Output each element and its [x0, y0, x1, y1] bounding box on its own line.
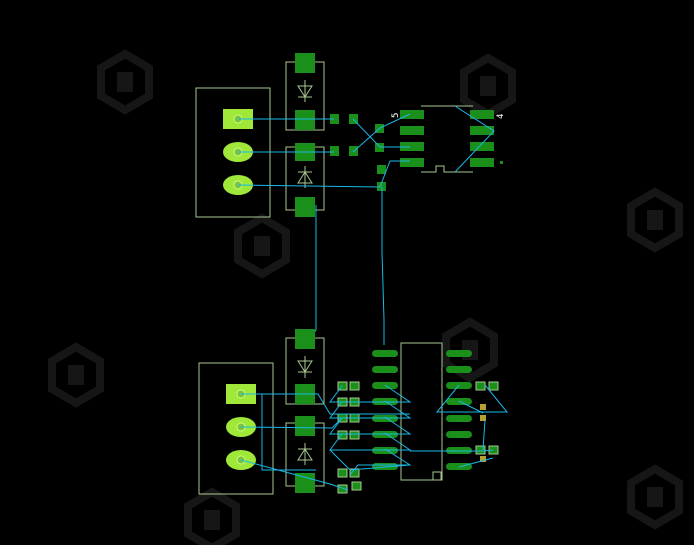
- resistor-pad[interactable]: [330, 114, 339, 124]
- diode-top-upper[interactable]: [285, 53, 325, 131]
- ic-pin-5-label: 5: [391, 113, 401, 118]
- watermark-logo-icon: [627, 464, 683, 530]
- via-pad[interactable]: [480, 415, 486, 421]
- diode-bottom-lower[interactable]: [285, 416, 325, 493]
- watermark-layer: [48, 49, 683, 545]
- diode-symbol-icon: [297, 166, 313, 188]
- connector-bottom-outline: [198, 362, 274, 495]
- via-pad[interactable]: [480, 456, 486, 462]
- diode-symbol-icon: [297, 443, 313, 465]
- diode-symbol-icon: [297, 80, 313, 102]
- resistor-array-bottom[interactable]: [337, 381, 362, 494]
- diode-top-lower[interactable]: [285, 143, 325, 217]
- watermark-logo-icon: [97, 49, 153, 115]
- ic-top[interactable]: 5 4: [391, 105, 506, 173]
- capacitor-pad[interactable]: [375, 143, 384, 152]
- ic-pin-4-label: 4: [496, 114, 506, 119]
- watermark-logo-icon: [627, 187, 683, 253]
- capacitor-pad[interactable]: [377, 165, 386, 174]
- watermark-logo-icon: [48, 342, 104, 408]
- via-pad[interactable]: [480, 404, 486, 410]
- traces-bottom: [240, 384, 509, 491]
- watermark-logo-icon: [234, 213, 290, 279]
- watermark-logo-icon: [184, 487, 240, 545]
- resistor-array-bottom-right[interactable]: [475, 381, 499, 455]
- diode-bottom-upper[interactable]: [285, 329, 325, 405]
- diode-symbol-icon: [297, 356, 313, 378]
- capacitor-pad[interactable]: [377, 182, 386, 191]
- resistor-pad[interactable]: [330, 146, 339, 156]
